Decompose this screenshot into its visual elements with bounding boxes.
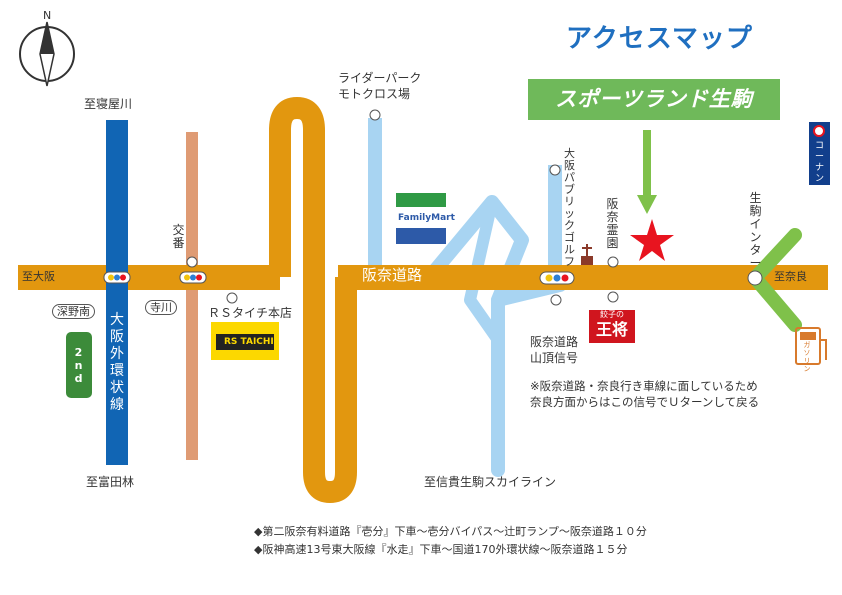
marker-reien [607, 256, 619, 268]
label-signal: 阪奈道路 山頂信号 [530, 335, 579, 365]
label-to-osaka: 至大阪 [22, 270, 55, 283]
familymart-logo [396, 193, 446, 244]
road-golf [548, 165, 562, 271]
ohsho-text: 王将 [596, 320, 629, 339]
kounan-logo [809, 122, 830, 185]
page-title: アクセスマップ [566, 24, 753, 54]
label-fukanominami: 深野南 [52, 304, 95, 319]
road-hanna-west [18, 265, 280, 290]
rs-taichi-logo-text: RS TAICHI [224, 337, 274, 347]
label-hanna-reien: 阪奈霊園 [606, 197, 619, 250]
label-to-shigisan: 至信貴生駒スカイライン [424, 475, 557, 489]
destination-banner: スポーツランド生駒 [528, 79, 780, 120]
marker-kouban [186, 256, 198, 268]
gasoline-icon [795, 327, 827, 365]
second-brand-text: 2nd [74, 346, 83, 385]
compass-north: N [43, 9, 52, 22]
second-brand-logo [66, 332, 92, 398]
label-ikoma-ic: 生駒インター [749, 191, 762, 270]
signal-sancho [539, 271, 575, 285]
signal-fukanominami [103, 271, 131, 284]
label-to-neyagawa: 至寝屋川 [84, 97, 133, 111]
label-to-nara: 至奈良 [774, 270, 807, 283]
familymart-text: FamilyMart [398, 213, 455, 223]
marker-signal [550, 294, 562, 306]
label-public-golf: 大阪パブリックゴルフ [564, 147, 575, 268]
road-hanna-east [338, 265, 828, 290]
destination-star-icon [630, 219, 674, 261]
label-terakawa: 寺川 [145, 300, 177, 315]
road-skyline [425, 195, 529, 477]
road-outer-ring [106, 120, 128, 465]
label-rs-taichi: ＲＳタイチ本店 [208, 306, 293, 320]
label-outer-ring: 大阪外環状線 [110, 312, 124, 413]
road-motocross [368, 118, 382, 271]
arrow-down-icon [637, 130, 657, 214]
marker-ikoma-ic [747, 270, 763, 286]
road-skyline-loop [464, 196, 504, 346]
label-uturn-note: ※阪奈道路・奈良行き車線に面しているため 奈良方面からはこの信号でＵターンして戻… [530, 379, 760, 409]
marker-ohsho [607, 291, 619, 303]
road-serpentine [269, 97, 357, 503]
ohsho-small-text: 餃子の [600, 310, 624, 319]
marker-motocross [369, 109, 381, 121]
marker-rs-taichi [226, 292, 238, 304]
route-note-2: ◆阪神高速13号東大阪線『水走』下車〜国道170外環状線〜阪奈道路１５分 [254, 543, 628, 556]
label-motocross: ライダーパーク モトクロス場 [338, 71, 422, 101]
marker-golf [549, 164, 561, 176]
label-kouban: 交番 [172, 223, 185, 250]
ohsho-logo [589, 310, 635, 343]
signal-terakawa [179, 271, 207, 284]
route-note-1: ◆第二阪奈有料道路『壱分』下車〜壱分バイパス〜辻町ランプ〜阪奈道路１０分 [254, 525, 647, 538]
golf-icon [581, 244, 593, 265]
gasoline-text: ガソリン [803, 341, 811, 373]
road-local [186, 132, 198, 460]
label-to-tondabayashi: 至富田林 [86, 475, 135, 489]
compass-icon [19, 21, 75, 87]
kounan-text: コーナン [814, 141, 824, 184]
label-hanna-road: 阪奈道路 [362, 266, 423, 284]
